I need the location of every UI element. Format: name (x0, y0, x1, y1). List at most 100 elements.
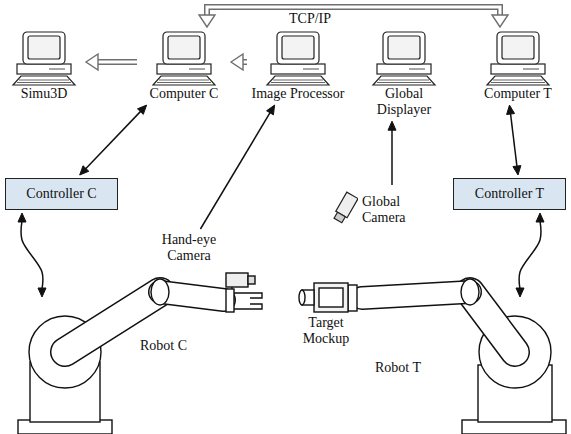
computer-node: Image Processor (250, 30, 346, 102)
keyboard (487, 76, 549, 85)
arrowhead (507, 105, 515, 114)
keyboard-keys (157, 80, 211, 83)
data-flow-arrow (199, 7, 508, 27)
monitor (383, 32, 425, 64)
arrow-shaft (21, 221, 43, 289)
arrowhead (199, 15, 215, 27)
keyboard (13, 76, 75, 85)
computer-icon (263, 30, 333, 86)
arrowhead (267, 105, 275, 115)
signal-arrow (516, 213, 544, 297)
signal-arrow (200, 105, 274, 229)
robot-node: Robot C (12, 300, 202, 434)
global-camera-icon (330, 188, 358, 230)
arrow-shaft (207, 7, 500, 16)
screen (502, 36, 534, 59)
arrow-shaft (391, 129, 393, 185)
computer-node: Global Displayer (362, 30, 446, 118)
data-flow-arrow (231, 54, 247, 70)
arrow-shaft (97, 61, 137, 64)
node-label: Computer C (140, 86, 228, 102)
controller-box: Controller T (453, 178, 566, 210)
arrowhead (536, 213, 544, 222)
monitor (277, 32, 319, 64)
wrist-flange (348, 285, 357, 311)
forearm-outline (362, 292, 470, 298)
arrowhead (513, 166, 521, 175)
signal-arrow (507, 105, 521, 175)
computer-icon (9, 30, 79, 86)
data-flow-arrow (86, 54, 137, 70)
desktop-case (491, 64, 545, 74)
arrow-shaft (200, 112, 270, 229)
computer-icon-group (153, 32, 215, 85)
computer-icon (369, 30, 439, 86)
computer-icon-group (487, 32, 549, 85)
robot-t-figure (299, 279, 566, 434)
node-label: Image Processor (250, 86, 346, 102)
desktop-case (17, 64, 71, 74)
node-label: Robot C (140, 338, 187, 354)
arrowhead (231, 54, 243, 70)
hand-eye-camera-body (226, 273, 248, 287)
monitor (497, 32, 539, 64)
signal-arrow (80, 105, 147, 175)
node-label: Computer T (470, 86, 566, 102)
computer-icon (483, 30, 553, 86)
drive-slot (409, 69, 425, 70)
keyboard (153, 76, 215, 85)
monitor (23, 32, 65, 64)
arrowhead (80, 166, 89, 175)
keyboard-keys (491, 80, 545, 83)
arrowhead (492, 15, 508, 27)
keyboard (267, 76, 329, 85)
arrowhead (516, 288, 524, 297)
node-label: Simu3D (5, 86, 83, 102)
node-label: Controller C (26, 186, 96, 202)
signal-arrow (388, 121, 396, 185)
node-label: Hand-eye Camera (150, 232, 228, 264)
arrowhead (86, 54, 98, 70)
drive-slot (49, 69, 65, 70)
node-label: Robot T (375, 360, 421, 376)
camera-mount (231, 287, 232, 289)
controller-box: Controller C (5, 178, 118, 210)
arrow-shaft-outline (97, 59, 137, 65)
drive-slot (303, 69, 319, 70)
screen (168, 36, 200, 59)
drive-slot (189, 69, 205, 70)
edge-label: TCP/IP (286, 11, 334, 27)
camera-lens (248, 276, 255, 284)
arrow-shaft (510, 113, 517, 167)
target-mockup-face (319, 288, 343, 307)
keyboard-keys (17, 80, 71, 83)
desktop-case (157, 64, 211, 74)
robot-node: Robot T (360, 300, 565, 434)
camera-node: Global Camera (330, 188, 425, 230)
target-mockup-body (314, 283, 348, 312)
arrow-shaft (519, 221, 541, 289)
arrowhead (388, 121, 396, 130)
computer-icon-group (267, 32, 329, 85)
elbow-joint (461, 279, 479, 305)
arrow-shaft (85, 111, 141, 169)
computer-node: Simu3D (5, 30, 83, 102)
screen (282, 36, 314, 59)
drive-slot (523, 69, 539, 70)
node-label: Global Camera (362, 188, 420, 226)
computer-node: Computer C (140, 30, 228, 102)
computer-icon-group (13, 32, 75, 85)
robot-c-figure (18, 273, 262, 434)
arrowhead (38, 288, 46, 297)
wrist-flange (226, 289, 234, 312)
target-nozzle-end (299, 290, 305, 305)
keyboard (373, 76, 435, 85)
computer-icon-group (373, 32, 435, 85)
keyboard-keys (377, 80, 431, 83)
arrowhead (18, 213, 26, 222)
node-label: Global Displayer (369, 86, 439, 118)
computer-icon (149, 30, 219, 86)
arrowhead (138, 105, 147, 114)
computer-node: Computer T (470, 30, 566, 102)
